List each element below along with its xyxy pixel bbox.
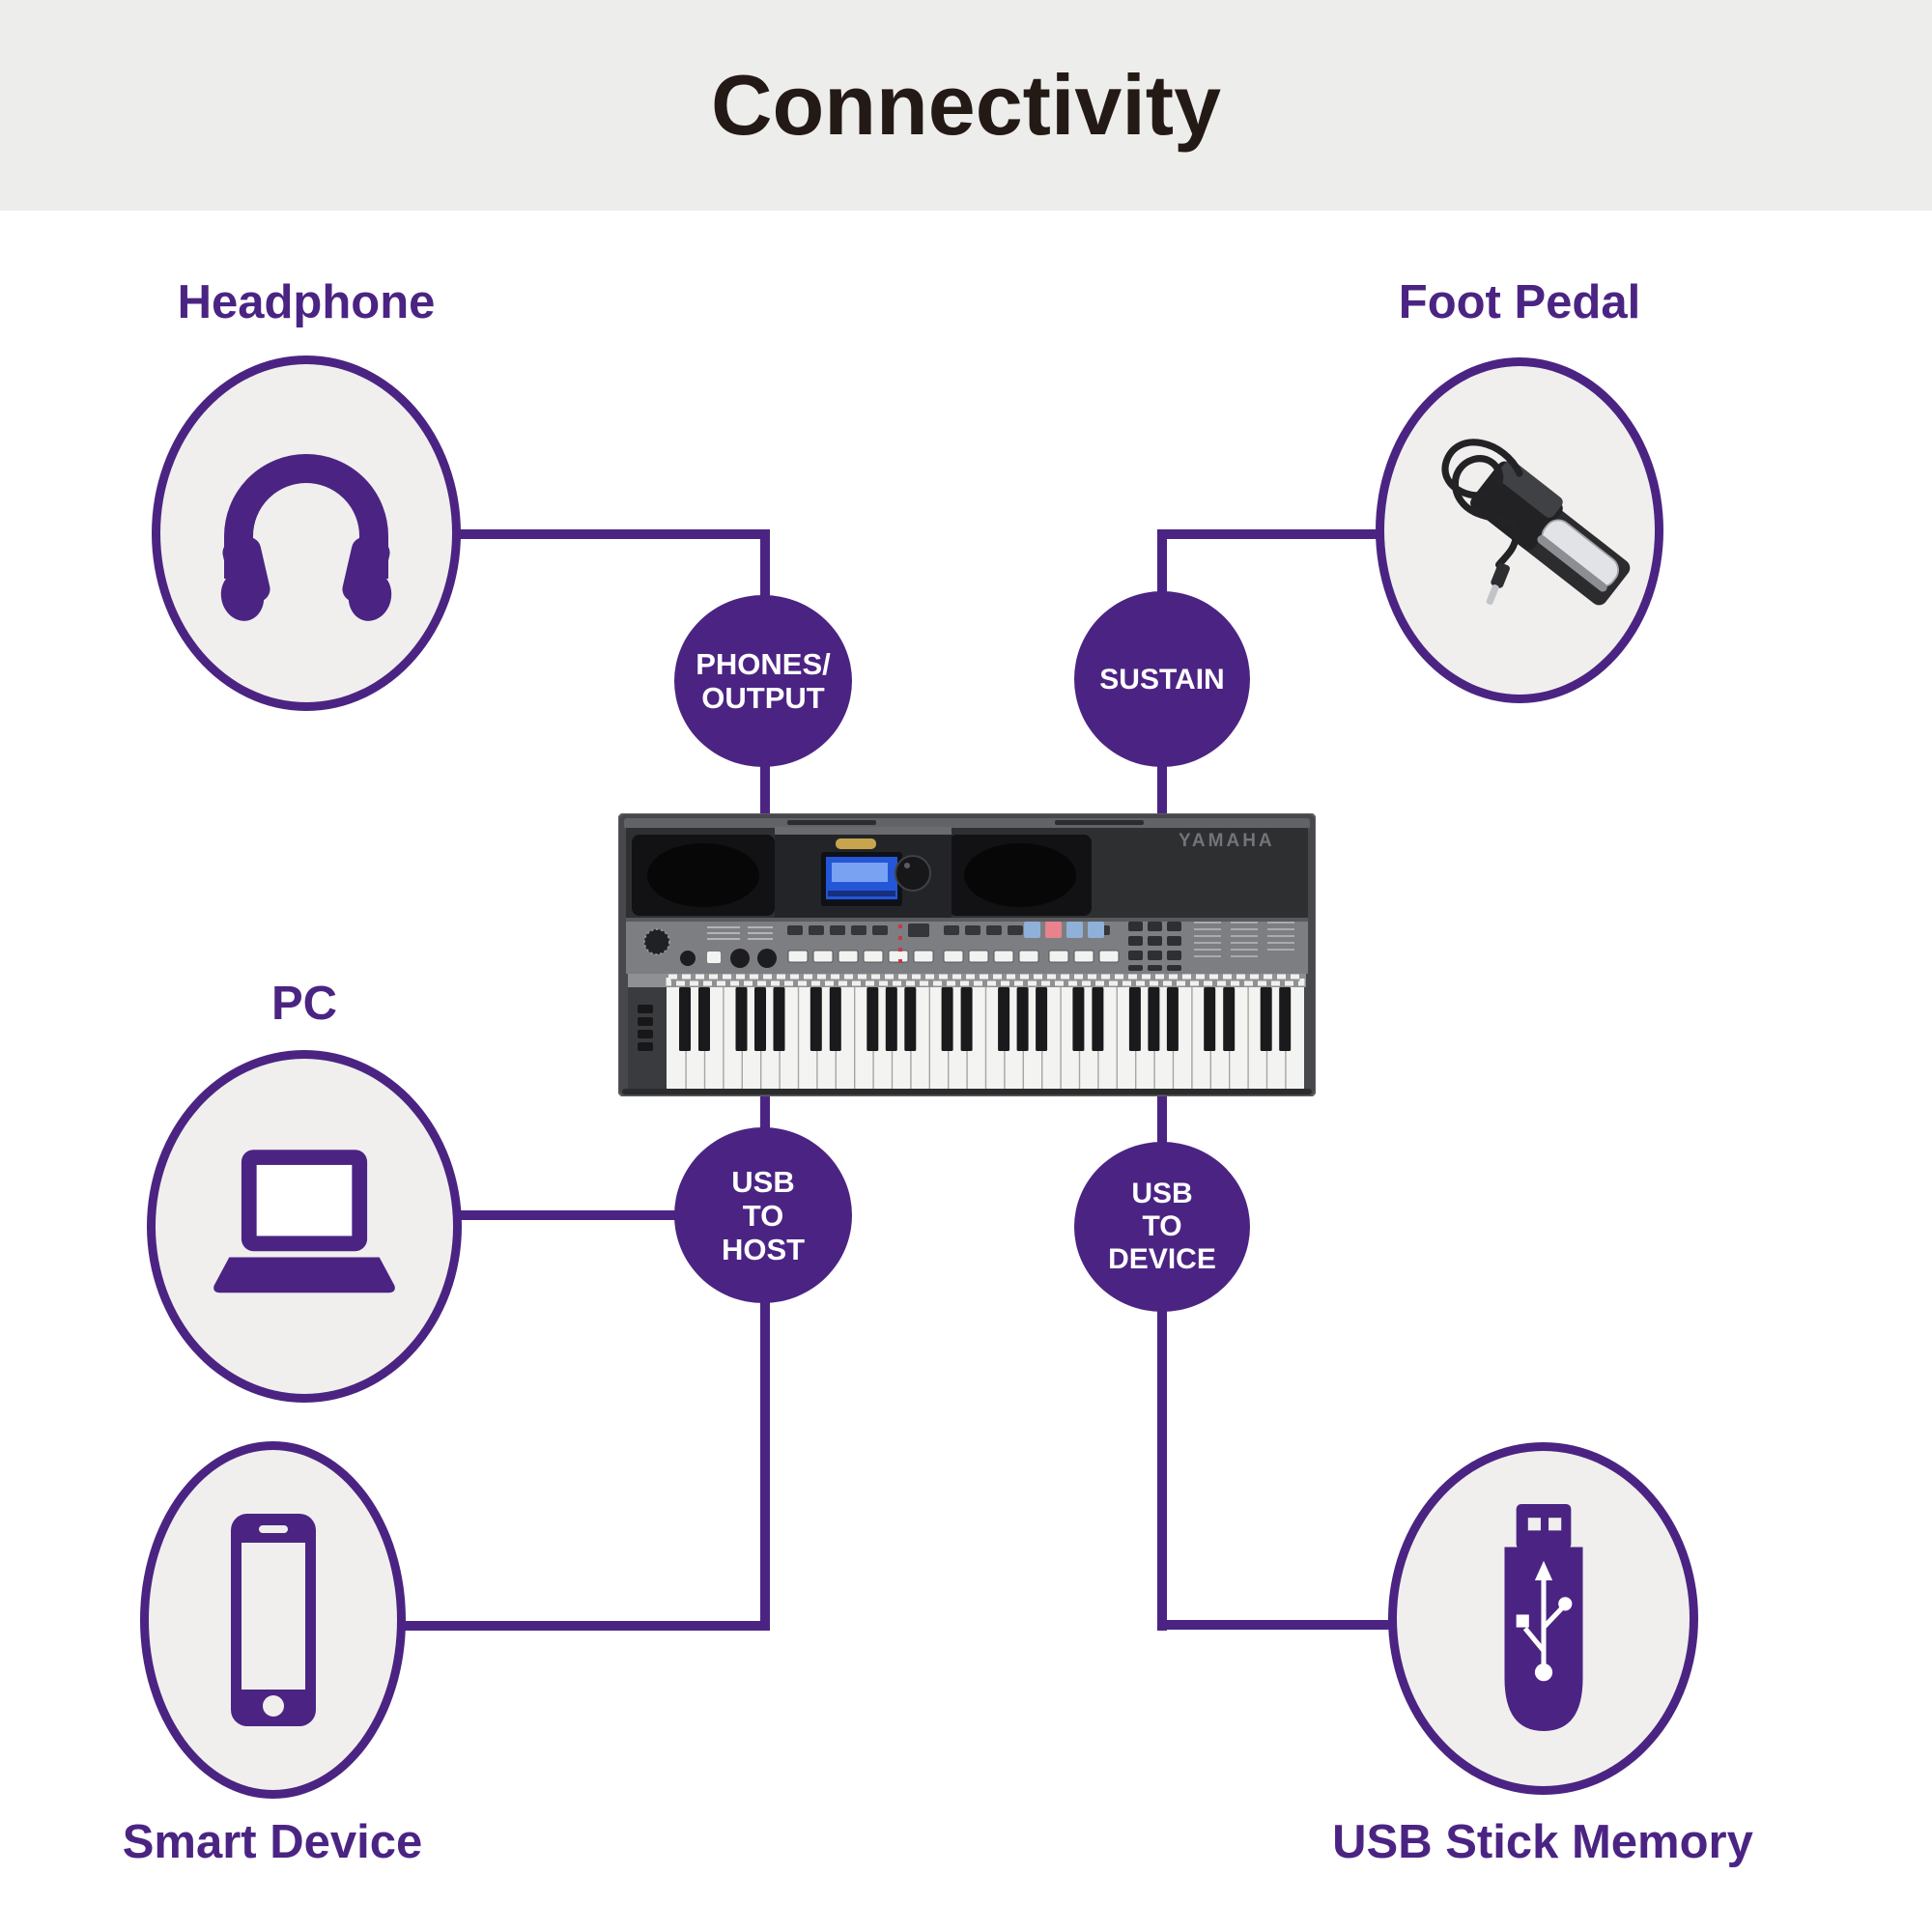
label-usb-stick: USB Stick Memory <box>1332 1816 1753 1868</box>
node-usb-stick <box>1388 1442 1698 1795</box>
port-sustain: SUSTAIN <box>1074 591 1250 767</box>
port-phones-output: PHONES/ OUTPUT <box>674 595 852 767</box>
port-usb-to-device: USB TO DEVICE <box>1074 1142 1250 1312</box>
connector-line-usbhost-down <box>760 1296 770 1631</box>
node-smart-device <box>140 1441 406 1799</box>
page-title: Connectivity <box>710 57 1222 153</box>
connector-line-keyboard-usbdevice <box>1157 1090 1167 1148</box>
header-band: Connectivity <box>0 0 1932 211</box>
connector-line-keyboard-usbhost <box>760 1090 770 1134</box>
connector-line-pc <box>454 1210 680 1220</box>
port-usb-to-device-line2: TO <box>1142 1210 1182 1242</box>
connector-line-smartdevice <box>398 1621 770 1631</box>
connector-line-phones-keyboard <box>760 757 770 819</box>
port-usb-to-device-line3: DEVICE <box>1108 1243 1216 1275</box>
connector-line-usbstick <box>1157 1620 1396 1630</box>
connector-line-usbdevice-down <box>1157 1304 1167 1631</box>
connector-line-sustain-elbow <box>1157 529 1167 601</box>
port-usb-to-host-line3: HOST <box>721 1232 806 1266</box>
yamaha-logo-badge <box>836 838 876 849</box>
laptop-icon <box>203 1146 406 1308</box>
connector-line-sustain-keyboard <box>1157 757 1167 819</box>
smartphone-icon <box>229 1512 318 1728</box>
port-usb-to-host-line1: USB <box>731 1164 795 1199</box>
headphones-icon <box>204 434 409 633</box>
label-foot-pedal: Foot Pedal <box>1398 276 1641 328</box>
port-phones-output-line1: PHONES/ <box>696 647 831 681</box>
connector-line-phones-elbow <box>760 529 770 603</box>
connector-line-footpedal <box>1157 529 1383 539</box>
port-sustain-line1: SUSTAIN <box>1099 663 1225 696</box>
port-usb-to-host-line2: TO <box>742 1198 784 1233</box>
keyboard-brand-text: YAMAHA <box>1179 831 1275 851</box>
sustain-pedal-icon <box>1390 401 1649 660</box>
node-headphone <box>152 355 461 711</box>
label-pc: PC <box>270 978 338 1030</box>
label-smart-device: Smart Device <box>122 1816 423 1868</box>
connector-line-headphone <box>446 529 770 539</box>
label-headphone: Headphone <box>177 276 436 328</box>
port-phones-output-line2: OUTPUT <box>701 681 825 715</box>
node-foot-pedal <box>1376 357 1663 703</box>
keyboard-image: YAMAHA <box>618 813 1316 1096</box>
port-usb-to-device-line1: USB <box>1131 1178 1193 1209</box>
port-usb-to-host: USB TO HOST <box>674 1127 852 1303</box>
node-pc <box>147 1050 462 1403</box>
usb-stick-icon <box>1494 1503 1593 1734</box>
